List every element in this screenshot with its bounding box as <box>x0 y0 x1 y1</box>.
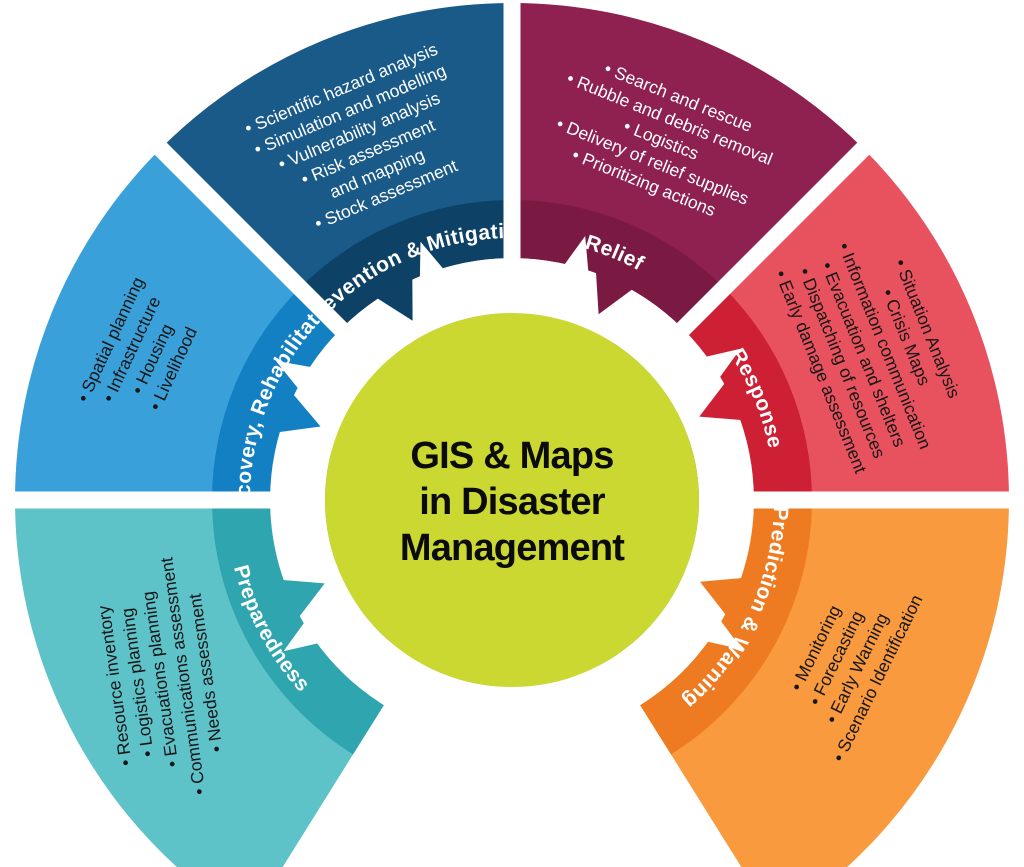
separator-line <box>644 115 897 368</box>
prediction-warning-outer-wedge <box>640 500 1009 867</box>
recovery-rehabilitation-arrow-icon <box>274 390 321 433</box>
prediction-warning-label-band <box>640 500 812 755</box>
sector-response: Response• Situation Analysis• Crisis Map… <box>683 148 1009 500</box>
recovery-rehabilitation-label-band <box>212 287 341 500</box>
preparedness-items: • Resource inventory• Logistics planning… <box>88 553 232 806</box>
prevention-mitigation-arrow-icon <box>373 274 413 321</box>
preparedness-outer-wedge <box>15 500 384 867</box>
prediction-warning-arrow-icon <box>700 577 747 619</box>
relief-label-band <box>512 200 725 329</box>
response-band-notch <box>700 348 741 382</box>
prevention-mitigation-band-notch <box>419 241 447 283</box>
separator-line <box>127 115 380 368</box>
response-arrow-icon <box>699 379 746 421</box>
prediction-warning-band-notch <box>701 616 742 650</box>
diagram-title-line-3: Management <box>400 527 625 569</box>
sector-prediction-warning: Prediction & Warning• Monitoring• Foreca… <box>640 500 1009 867</box>
prevention-mitigation-label-band <box>299 200 512 329</box>
sector-relief: Relief• Search and rescue• Rubble and de… <box>512 3 864 329</box>
relief-arrow-icon <box>595 267 637 315</box>
recovery-rehabilitation-band-notch <box>275 360 317 393</box>
diagram-title-line-1: GIS & Maps <box>410 435 613 477</box>
relief-band-notch <box>561 236 589 277</box>
preparedness-band-notch <box>283 618 324 652</box>
diagram-title-line-2: in Disaster <box>419 481 606 523</box>
preparedness-label-band <box>212 500 384 755</box>
preparedness-arrow-icon <box>278 579 325 621</box>
map-base <box>325 313 699 687</box>
sector-preparedness: Preparedness• Resource inventory• Logist… <box>15 500 384 867</box>
response-label-band <box>683 287 812 500</box>
